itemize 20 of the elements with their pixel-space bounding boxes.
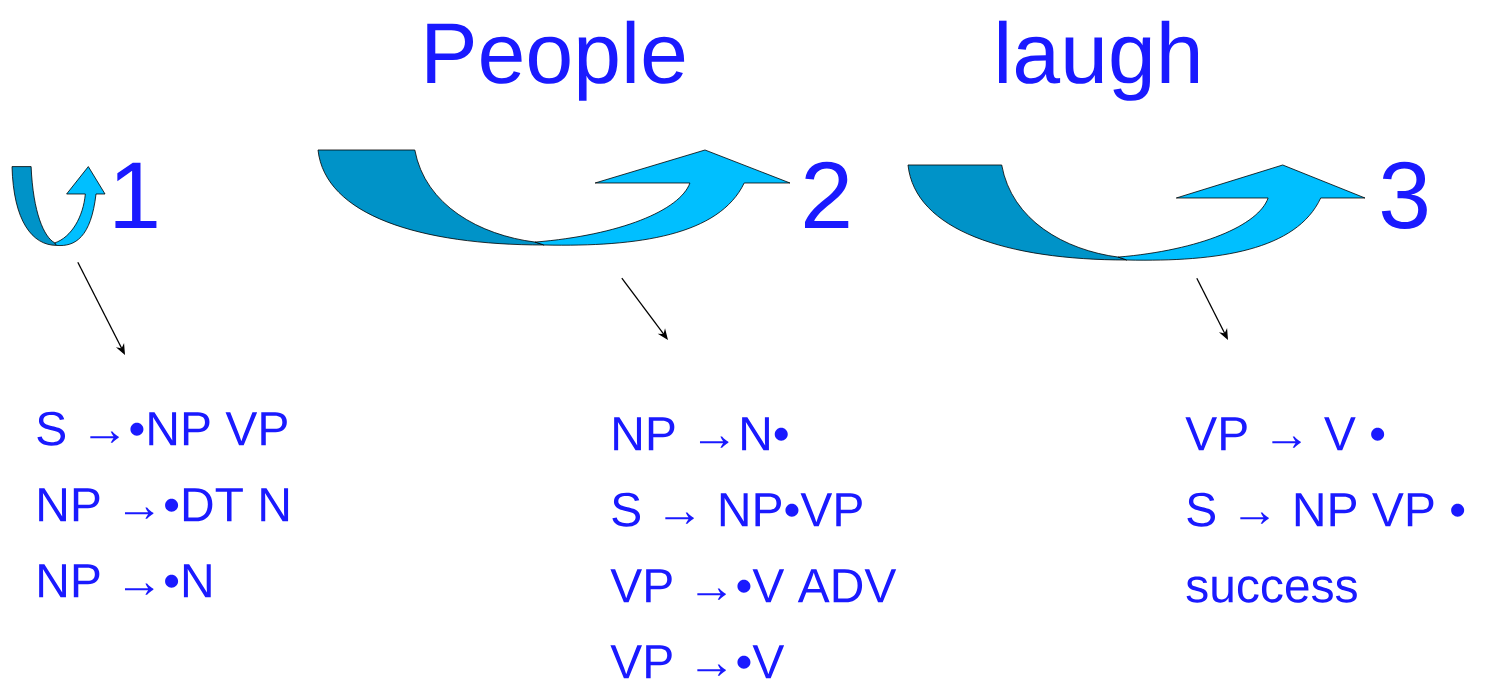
rule-text: NP →•DT N xyxy=(39,488,289,522)
word-text: laugh xyxy=(999,20,1198,101)
arrow xyxy=(1196,277,1228,340)
word-text: People xyxy=(427,20,685,101)
position-number: 2 xyxy=(805,161,849,228)
rule-text: NP →N• xyxy=(614,417,788,451)
rule-text: S → NP VP • xyxy=(1187,492,1465,527)
curved-arrow xyxy=(317,149,791,246)
arrow xyxy=(621,277,668,340)
arrow xyxy=(77,261,125,355)
position-number: 1 xyxy=(115,162,157,228)
rule-text: VP →•V xyxy=(610,645,785,679)
curved-arrow xyxy=(907,164,1366,261)
rule-text: VP → V • xyxy=(1185,417,1385,451)
rule-text: success xyxy=(1186,576,1357,603)
curved-arrow xyxy=(11,166,106,246)
rule-text: S → NP•VP xyxy=(612,492,862,527)
rule-text: NP →•N xyxy=(39,564,211,598)
rule-text: VP →•V ADV xyxy=(610,569,897,603)
rule-text: S →•NP VP xyxy=(37,411,287,446)
